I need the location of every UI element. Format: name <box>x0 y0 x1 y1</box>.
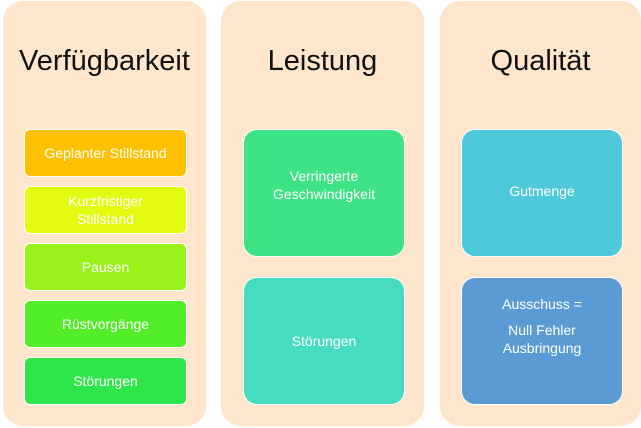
item-label: Gutmenge <box>509 183 575 199</box>
item-label: Ausschuss = <box>502 296 582 312</box>
item-label: Störungen <box>291 333 357 349</box>
column-title: Leistung <box>267 45 378 77</box>
item-label: Kurzfristiger Stillstand <box>68 193 143 227</box>
item-kurzfristiger-stillstand: Kurzfristiger Stillstand <box>24 186 187 234</box>
item-gutmenge: Gutmenge <box>461 129 623 257</box>
item-label: Pausen <box>81 259 130 275</box>
item-stoerungen: Störungen <box>24 357 187 405</box>
item-pausen: Pausen <box>24 243 187 291</box>
column-title: Qualität <box>490 45 591 77</box>
item-label: Geplanter Stillstand <box>44 145 167 161</box>
item-label: Verringerte Geschwindigkeit <box>273 168 375 202</box>
item-ausschuss: Ausschuss = Null Fehler Ausbringung <box>461 277 623 405</box>
item-verringerte-geschwindigkeit: Verringerte Geschwindigkeit <box>243 129 405 257</box>
item-ruestvorgaenge: Rüstvorgänge <box>24 300 187 348</box>
item-label: Rüstvorgänge <box>61 316 150 332</box>
item-label-detail: Null Fehler Ausbringung <box>502 322 582 356</box>
column-title: Verfügbarkeit <box>19 45 190 77</box>
item-label: Störungen <box>73 373 138 389</box>
item-geplanter-stillstand: Geplanter Stillstand <box>24 129 187 177</box>
item-stoerungen-leistung: Störungen <box>243 277 405 405</box>
